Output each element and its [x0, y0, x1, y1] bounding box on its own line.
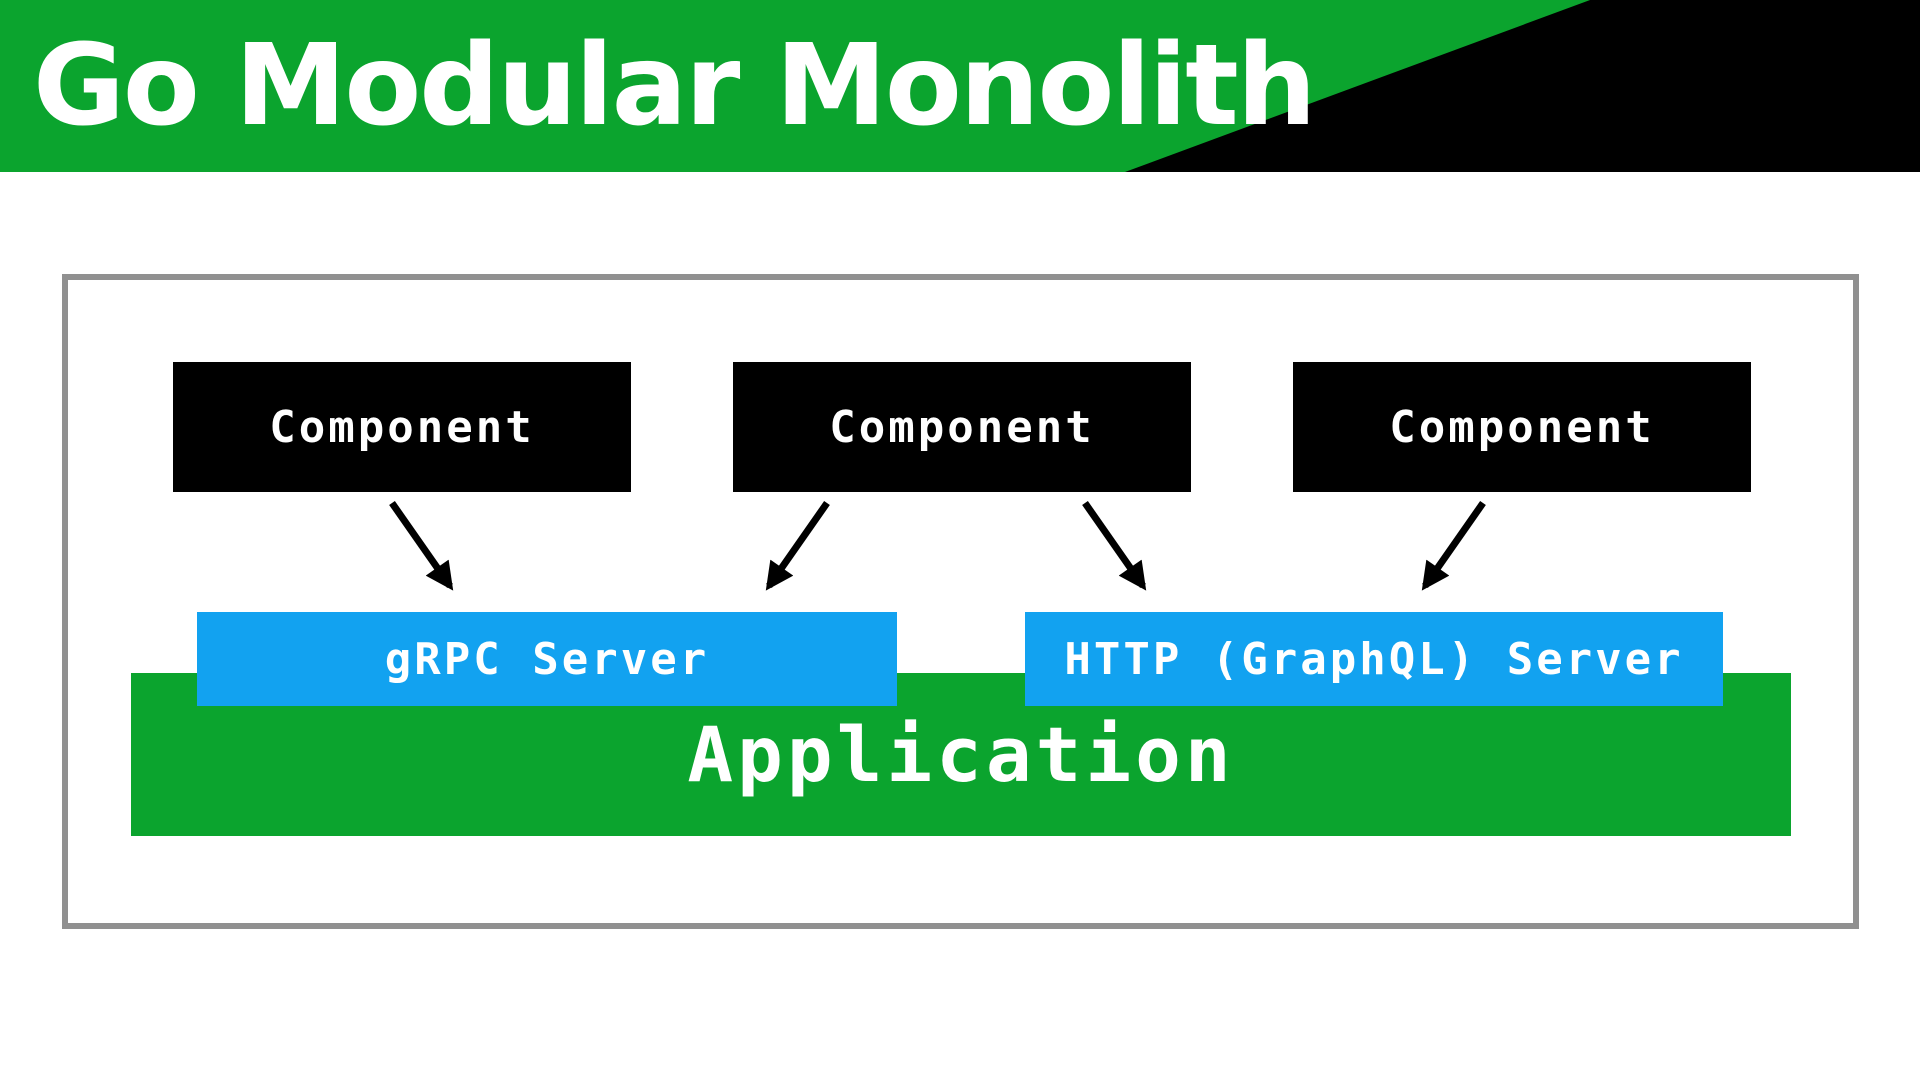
header-banner: Go Modular Monolith	[0, 0, 1920, 172]
component-box-2: Component	[733, 362, 1191, 492]
application-label: Application	[687, 710, 1235, 799]
grpc-server-box: gRPC Server	[197, 612, 897, 706]
grpc-server-label: gRPC Server	[384, 633, 710, 685]
component-box-3: Component	[1293, 362, 1751, 492]
page-title: Go Modular Monolith	[33, 21, 1316, 151]
component-label-3: Component	[1389, 401, 1655, 453]
component-box-1: Component	[173, 362, 631, 492]
component-label-1: Component	[269, 401, 535, 453]
application-box: Application	[131, 673, 1791, 836]
component-label-2: Component	[829, 401, 1095, 453]
http-graphql-server-label: HTTP (GraphQL) Server	[1064, 633, 1684, 685]
http-graphql-server-box: HTTP (GraphQL) Server	[1025, 612, 1723, 706]
